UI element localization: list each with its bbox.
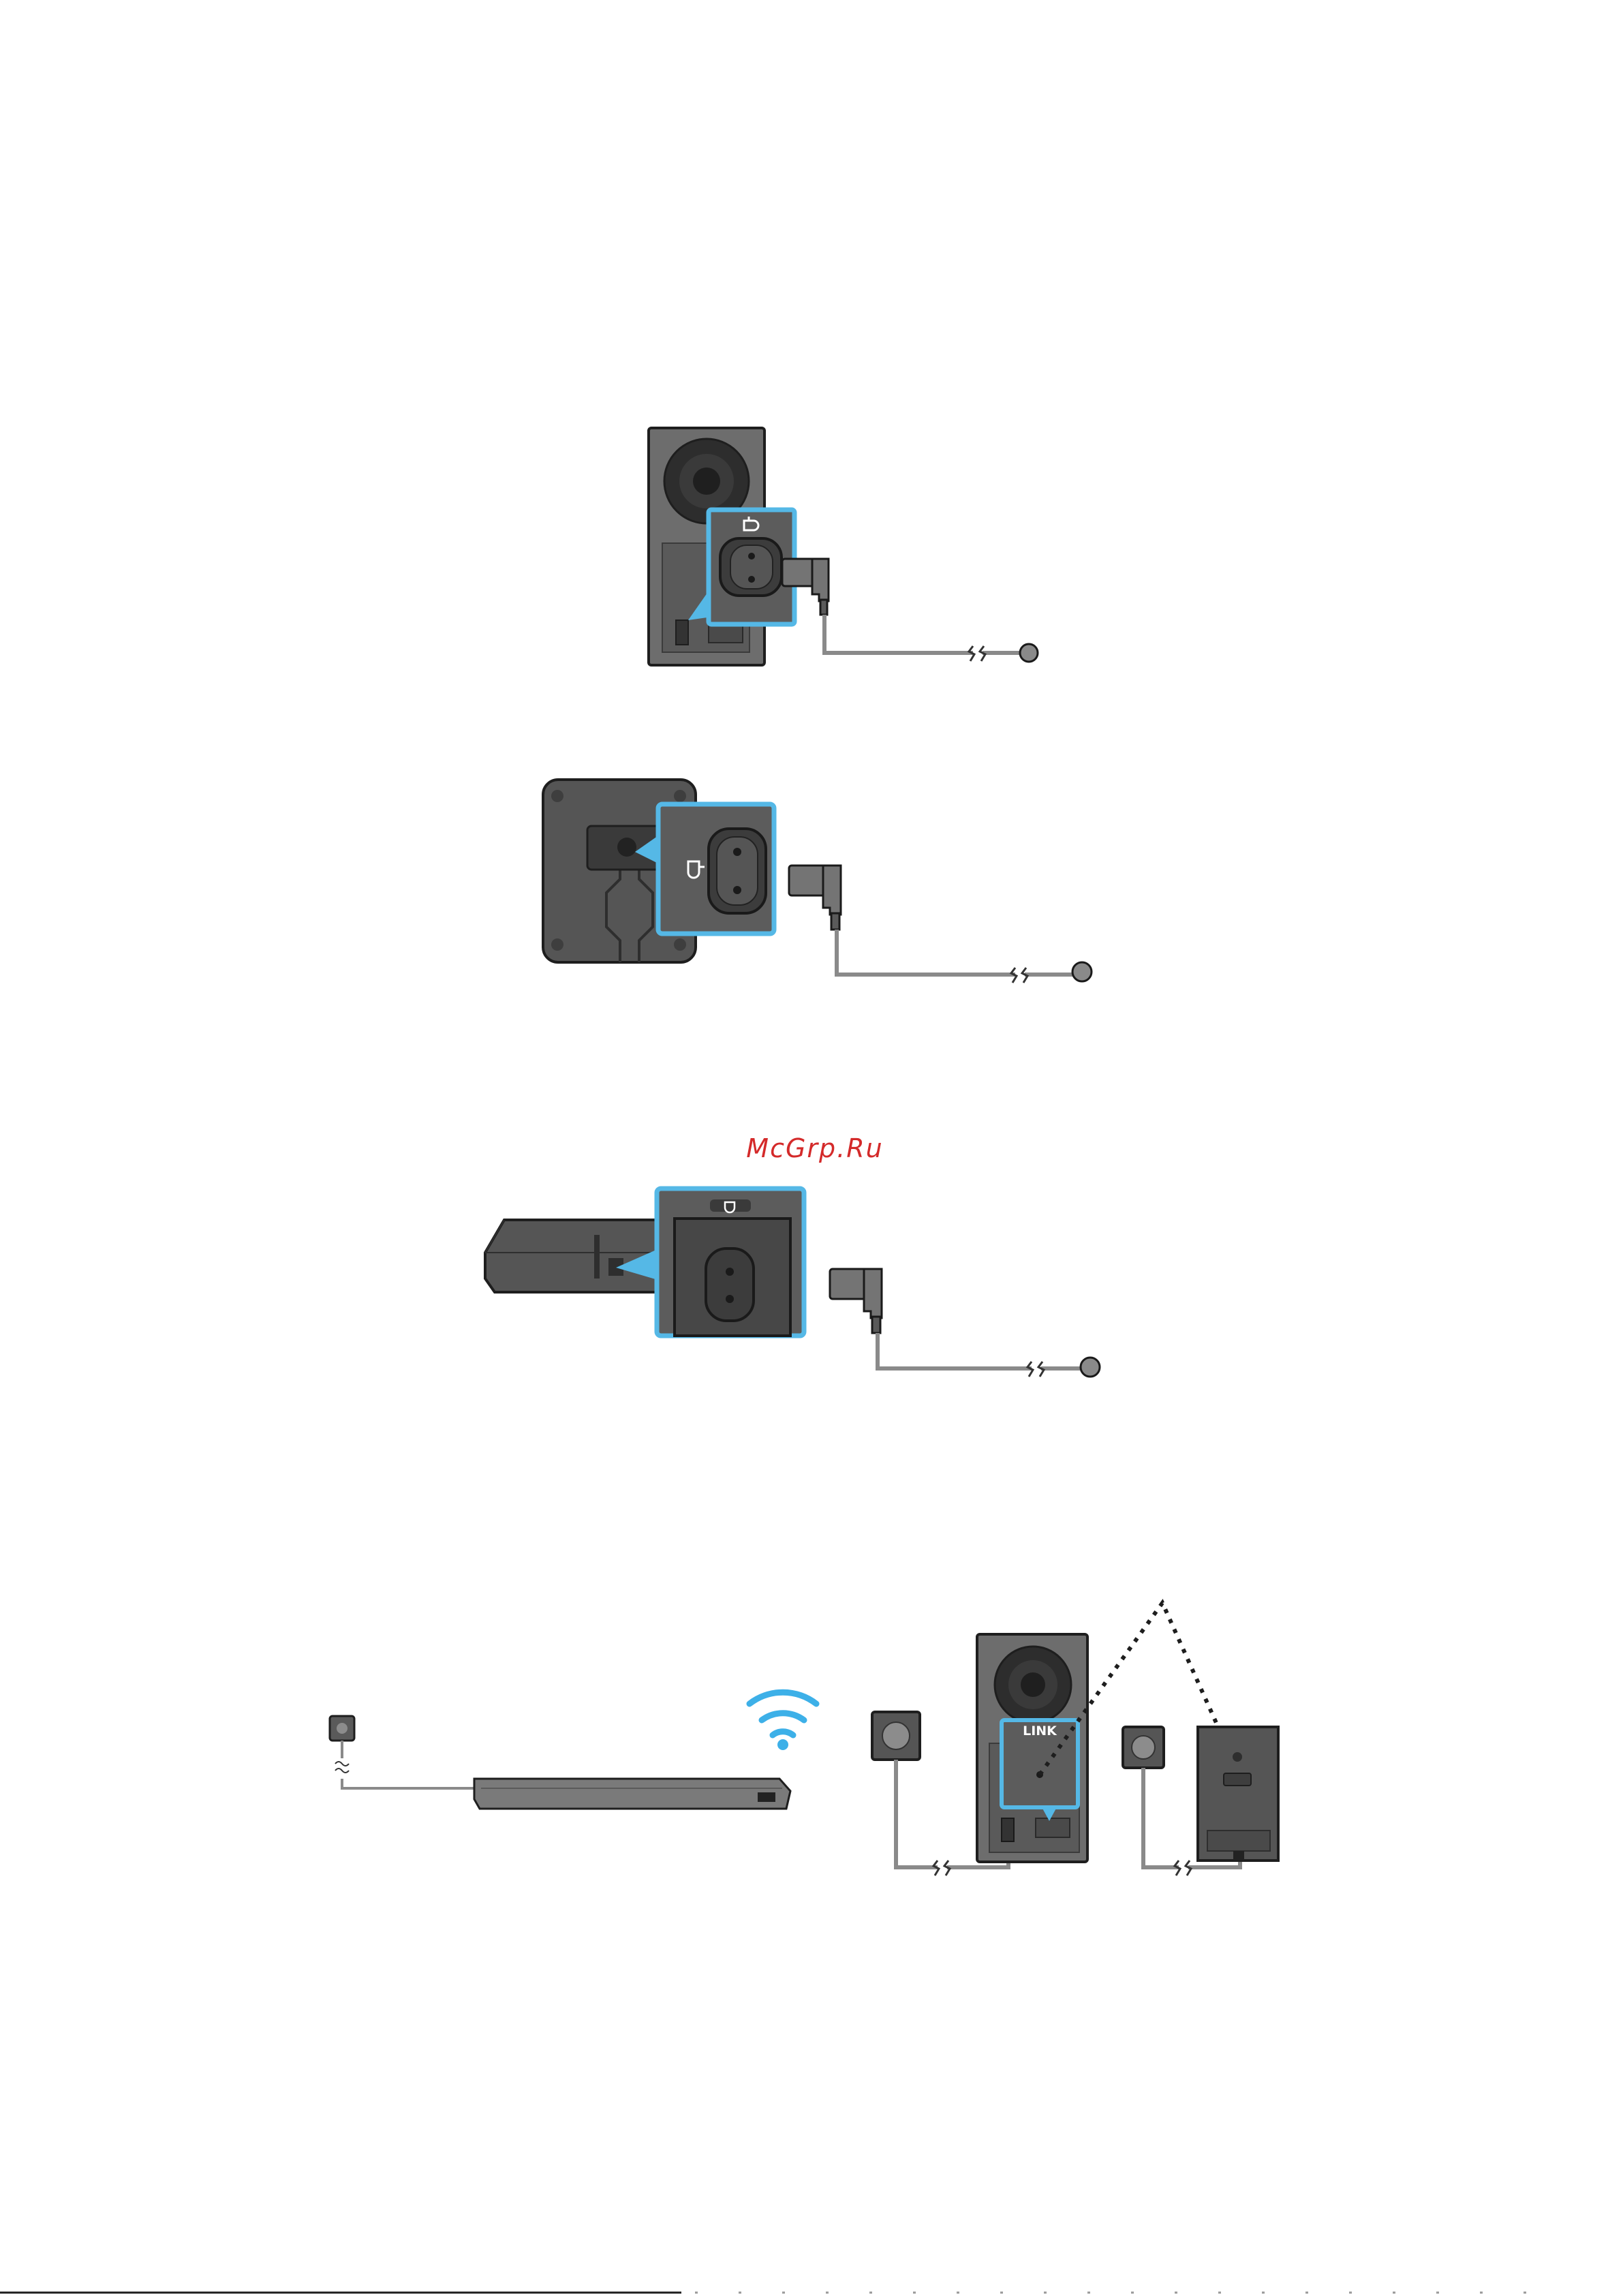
wireless-system-connection: LINK (330, 1603, 1278, 1876)
power-cord (824, 615, 1026, 653)
wifi-dot (777, 1739, 788, 1750)
watermark: McGrp.Ru (746, 1133, 883, 1163)
cord-break-mark (1011, 968, 1027, 983)
cord-break-mark (933, 1861, 950, 1876)
cord-break-mark (969, 646, 985, 661)
cord-break-mark (1175, 1861, 1191, 1876)
cord-break-mark (335, 1762, 349, 1773)
small-socket (617, 838, 636, 857)
subwoofer-power-connection (649, 428, 1038, 665)
power-cord-plug (830, 1269, 882, 1333)
wall-plug-end (1072, 962, 1092, 981)
wall-plug-end (1081, 1358, 1100, 1377)
wall-plug-end (1020, 644, 1038, 662)
power-socket-small (676, 620, 688, 645)
soundbar-power-cord (342, 1741, 474, 1788)
soundbar-body (485, 1220, 661, 1292)
soundbar-power-connection (485, 1189, 1100, 1377)
power-cord (837, 930, 1078, 975)
wifi-icon (749, 1692, 816, 1735)
soundbar (474, 1779, 790, 1809)
cord-break-mark (1027, 1362, 1044, 1377)
woofer-dustcap (693, 468, 720, 495)
link-label: LINK (1023, 1724, 1057, 1739)
rear-speaker-power-connection (543, 780, 1092, 983)
ac-inlet (706, 1249, 754, 1321)
power-cord-plug (789, 866, 841, 930)
power-cord (878, 1333, 1083, 1368)
